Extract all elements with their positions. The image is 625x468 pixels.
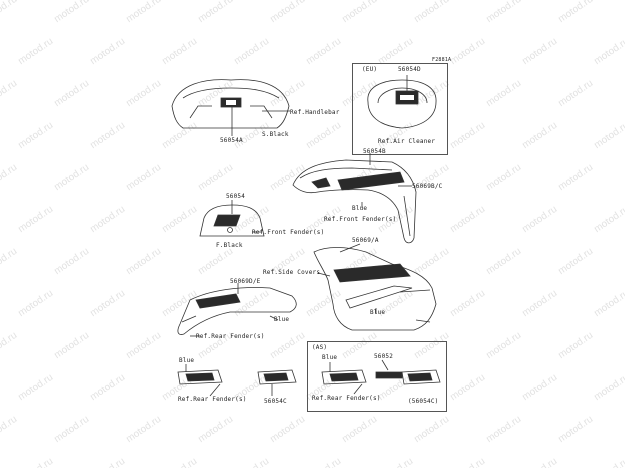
label-ref-side-covers: Ref.Side Covers xyxy=(263,269,321,276)
label-part-56054B: 56054B xyxy=(363,148,386,155)
figure-code: F2881A xyxy=(432,57,452,63)
handlebar-pad-decal-drawing xyxy=(171,79,290,129)
label-ref-rear-fenders-left: Ref.Rear Fender(s) xyxy=(178,396,247,403)
side-cover-decal-drawing xyxy=(313,247,437,331)
label-color-f-black: F.Black xyxy=(216,242,243,249)
label-color-blue-front: Blue xyxy=(352,205,368,212)
label-part-56069B-C: 56069B/C xyxy=(412,183,443,190)
label-ref-front-fenders-left: Ref.Front Fender(s) xyxy=(252,229,325,236)
label-color-blue-as: Blue xyxy=(322,354,338,361)
leader-56069A xyxy=(339,243,361,253)
label-part-56054A: 56054A xyxy=(220,137,243,144)
label-as-tag: (AS) xyxy=(312,344,328,351)
leader-56052 xyxy=(381,359,389,371)
rear-fender-strips-as-drawing xyxy=(321,369,441,385)
label-color-blue-rear: Blue xyxy=(274,316,290,323)
label-ref-air-cleaner: Ref.Air Cleaner xyxy=(378,138,436,145)
label-part-56054C: 56054C xyxy=(264,398,287,405)
leader-blue-rear xyxy=(269,315,279,321)
label-part-56054: 56054 xyxy=(226,193,246,200)
rear-fender-strips-left-drawing xyxy=(177,369,297,385)
as-variant-box xyxy=(307,341,447,412)
leader-rear-fender-as xyxy=(353,383,363,395)
label-color-blue-side: Blue xyxy=(370,309,386,316)
leader-side-covers xyxy=(317,272,331,277)
label-color-blue-left-strip: Blue xyxy=(179,357,195,364)
label-ref-handlebar: Ref.Handlebar xyxy=(290,109,340,116)
label-part-56052: 56052 xyxy=(374,353,394,360)
eu-variant-box xyxy=(352,63,448,155)
label-ref-rear-fenders-as: Ref.Rear Fender(s) xyxy=(312,395,381,402)
front-cover-decal-drawing xyxy=(199,204,265,237)
front-fender-decal-drawing xyxy=(292,159,417,244)
leader-rear-fender-left xyxy=(209,383,221,397)
label-part-56054C-paren: (56054C) xyxy=(408,398,439,405)
label-part-56069-A: 56069/A xyxy=(352,237,379,244)
rear-fender-decal-drawing xyxy=(177,287,297,335)
label-part-56069D-E: 56069D/E xyxy=(230,278,261,285)
air-cleaner-cover-decal-drawing xyxy=(367,79,437,129)
label-ref-rear-fenders-upper: Ref.Rear Fender(s) xyxy=(196,333,265,340)
label-eu-tag: (EU) xyxy=(362,66,378,73)
label-part-56054D: 56054D xyxy=(398,66,421,73)
label-color-s-black: S.Black xyxy=(262,131,289,138)
label-ref-front-fenders-right: Ref.Front Fender(s) xyxy=(324,216,397,223)
